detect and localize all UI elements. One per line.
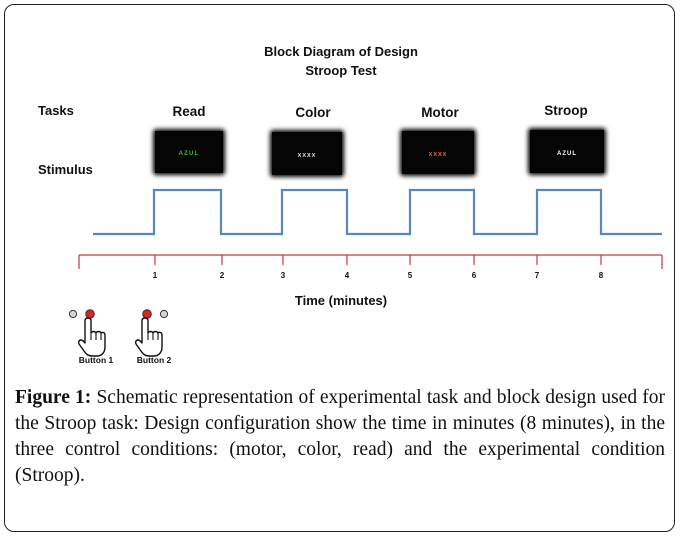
hand-pointer-icon	[134, 317, 163, 357]
figure-caption: Figure 1: Schematic representation of ex…	[15, 385, 665, 489]
stimulus-screen-read-core	[155, 131, 223, 173]
time-axis	[78, 254, 663, 269]
figure-frame	[4, 4, 675, 532]
button-1-gray-dot	[68, 309, 78, 319]
stimulus-text-read: AZUL	[179, 151, 200, 157]
button-1-illustration: Button 1	[68, 309, 114, 365]
time-tick-label-8: 8	[599, 271, 604, 280]
figure-caption-text: Schematic representation of experimental…	[15, 387, 665, 486]
diagram-title-line2: Stroop Test	[305, 63, 377, 78]
stimulus-screen-stroop-core	[530, 130, 604, 173]
time-tick-label-7: 7	[535, 271, 540, 280]
time-tick-label-6: 6	[472, 271, 477, 280]
stimulus-text-motor: XXXX	[429, 152, 448, 158]
time-tick-label-2: 2	[220, 271, 225, 280]
stimulus-text-stroop: AZUL	[557, 151, 577, 157]
task-label-stroop: Stroop	[544, 103, 588, 118]
figure-caption-label: Figure 1:	[15, 387, 92, 408]
time-axis-label: Time (minutes)	[295, 293, 387, 308]
button-1-label: Button 1	[79, 355, 114, 365]
button-2-illustration: Button 2	[134, 309, 172, 365]
button-2-label: Button 2	[137, 355, 172, 365]
block-diagram: Block Diagram of Design Stroop Test Task…	[38, 44, 663, 365]
button-2-gray-dot	[159, 309, 169, 319]
tasks-row-label: Tasks	[38, 103, 74, 118]
task-label-read: Read	[172, 104, 205, 119]
block-signal-line	[93, 188, 662, 236]
time-tick-label-4: 4	[345, 271, 350, 280]
stimulus-text-color: XXXX	[298, 153, 317, 159]
stimulus-screen-motor-core	[402, 131, 474, 174]
task-label-motor: Motor	[421, 105, 459, 120]
button-1-red-dot	[85, 309, 95, 319]
button-2-red-dot	[142, 309, 152, 319]
time-tick-label-1: 1	[153, 271, 158, 280]
diagram-title-line1: Block Diagram of Design	[264, 44, 418, 59]
hand-pointer-icon	[77, 317, 106, 357]
time-tick-label-5: 5	[408, 271, 413, 280]
stimulus-screen-color-core	[272, 132, 342, 175]
task-label-color: Color	[295, 105, 331, 120]
stimulus-row-label: Stimulus	[38, 162, 93, 177]
time-tick-label-3: 3	[281, 271, 286, 280]
